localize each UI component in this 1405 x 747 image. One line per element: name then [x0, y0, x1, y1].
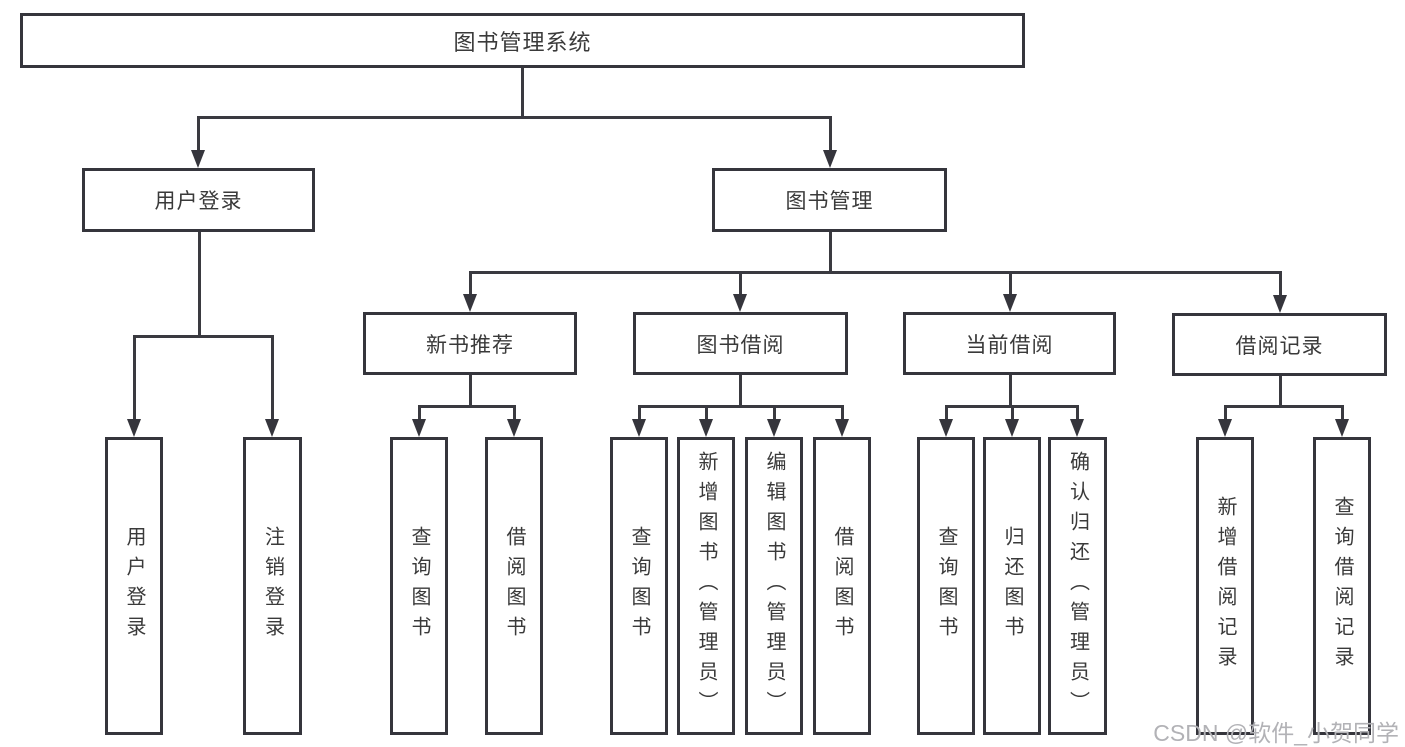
- connector-line: [1340, 404, 1344, 422]
- node-label: 编辑图书（管理员）: [763, 451, 785, 721]
- connector-line: [637, 404, 641, 422]
- node-book-management: 图书管理: [712, 168, 947, 232]
- connector-line: [468, 375, 472, 406]
- node-leaf-bb-edit: 编辑图书（管理员）: [745, 437, 803, 735]
- connector-line: [132, 334, 274, 338]
- node-label: 查询图书: [935, 526, 957, 646]
- node-leaf-cb-query: 查询图书: [917, 437, 975, 735]
- arrow-down-icon: [127, 419, 141, 437]
- connector-line: [417, 404, 516, 408]
- connector-line: [828, 232, 832, 272]
- node-new-book-recommend: 新书推荐: [363, 312, 577, 375]
- node-label: 当前借阅: [965, 333, 1054, 357]
- connector-line: [270, 334, 274, 422]
- node-leaf-bb-add: 新增图书（管理员）: [677, 437, 735, 735]
- node-label: 借阅图书: [831, 526, 853, 646]
- arrow-down-icon: [1003, 294, 1017, 312]
- node-label: 确认归还（管理员）: [1066, 451, 1089, 721]
- arrow-down-icon: [1335, 419, 1349, 437]
- arrow-down-icon: [823, 150, 837, 168]
- connector-line: [944, 404, 948, 422]
- connector-line: [1008, 375, 1012, 406]
- node-leaf-nb-borrow: 借阅图书: [485, 437, 543, 735]
- arrow-down-icon: [507, 419, 521, 437]
- connector-line: [738, 375, 742, 406]
- node-label: 查询借阅记录: [1331, 496, 1353, 676]
- arrow-down-icon: [265, 419, 279, 437]
- node-label: 查询图书: [628, 526, 650, 646]
- node-leaf-br-query: 查询借阅记录: [1313, 437, 1371, 735]
- connector-line: [1278, 270, 1282, 298]
- node-leaf-bb-query: 查询图书: [610, 437, 668, 735]
- node-label: 归还图书: [1001, 526, 1023, 646]
- connector-line: [772, 404, 776, 422]
- node-user-login: 用户登录: [82, 168, 315, 232]
- connector-line: [1010, 404, 1014, 422]
- node-label: 新书推荐: [426, 333, 514, 357]
- node-root: 图书管理系统: [20, 13, 1025, 68]
- connector-line: [828, 115, 832, 153]
- connector-line: [738, 270, 742, 297]
- node-label: 图书管理系统: [453, 29, 592, 55]
- arrow-down-icon: [699, 419, 713, 437]
- node-label: 注销登录: [261, 526, 284, 646]
- arrow-down-icon: [1273, 295, 1287, 313]
- connector-line: [840, 404, 844, 422]
- arrow-down-icon: [632, 419, 646, 437]
- connector-line: [468, 270, 1282, 274]
- connector-line: [512, 404, 516, 422]
- arrow-down-icon: [1218, 419, 1232, 437]
- node-leaf-bb-borrow: 借阅图书: [813, 437, 871, 735]
- connector-line: [1008, 270, 1012, 297]
- connector-line: [197, 232, 201, 336]
- node-label: 借阅记录: [1235, 334, 1324, 358]
- connector-line: [196, 115, 832, 119]
- connector-line: [1223, 404, 1344, 408]
- connector-line: [468, 270, 472, 297]
- connector-line: [1223, 404, 1227, 422]
- node-leaf-user-login: 用户登录: [105, 437, 163, 735]
- arrow-down-icon: [1070, 419, 1084, 437]
- arrow-down-icon: [767, 419, 781, 437]
- connector-line: [132, 334, 136, 422]
- node-borrow-records: 借阅记录: [1172, 313, 1387, 376]
- connector-line: [417, 404, 421, 422]
- connector-line: [1278, 376, 1282, 406]
- node-label: 图书管理: [785, 190, 874, 213]
- arrow-down-icon: [939, 419, 953, 437]
- arrow-down-icon: [463, 294, 477, 312]
- arrow-down-icon: [733, 294, 747, 312]
- arrow-down-icon: [191, 150, 205, 168]
- connector-line: [520, 68, 524, 117]
- node-label: 用户登录: [154, 190, 243, 213]
- node-label: 新增图书（管理员）: [695, 451, 717, 721]
- node-leaf-cb-return: 归还图书: [983, 437, 1041, 735]
- node-label: 图书借阅: [696, 333, 785, 357]
- node-leaf-logout: 注销登录: [243, 437, 302, 735]
- arrow-down-icon: [1005, 419, 1019, 437]
- node-label: 用户登录: [123, 526, 145, 646]
- node-leaf-br-add: 新增借阅记录: [1196, 437, 1254, 735]
- connector-line: [196, 115, 200, 153]
- node-leaf-cb-confirm: 确认归还（管理员）: [1048, 437, 1107, 735]
- node-book-borrow: 图书借阅: [633, 312, 848, 375]
- arrow-down-icon: [412, 419, 426, 437]
- connector-line: [637, 404, 844, 408]
- arrow-down-icon: [835, 419, 849, 437]
- node-label: 查询图书: [408, 526, 430, 646]
- node-leaf-nb-query: 查询图书: [390, 437, 448, 735]
- watermark: CSDN @软件_小贺同学: [1153, 720, 1399, 746]
- connector-line: [1075, 404, 1079, 422]
- connector-line: [704, 404, 708, 422]
- node-label: 新增借阅记录: [1214, 496, 1236, 676]
- node-current-borrow: 当前借阅: [903, 312, 1116, 375]
- node-label: 借阅图书: [503, 526, 525, 646]
